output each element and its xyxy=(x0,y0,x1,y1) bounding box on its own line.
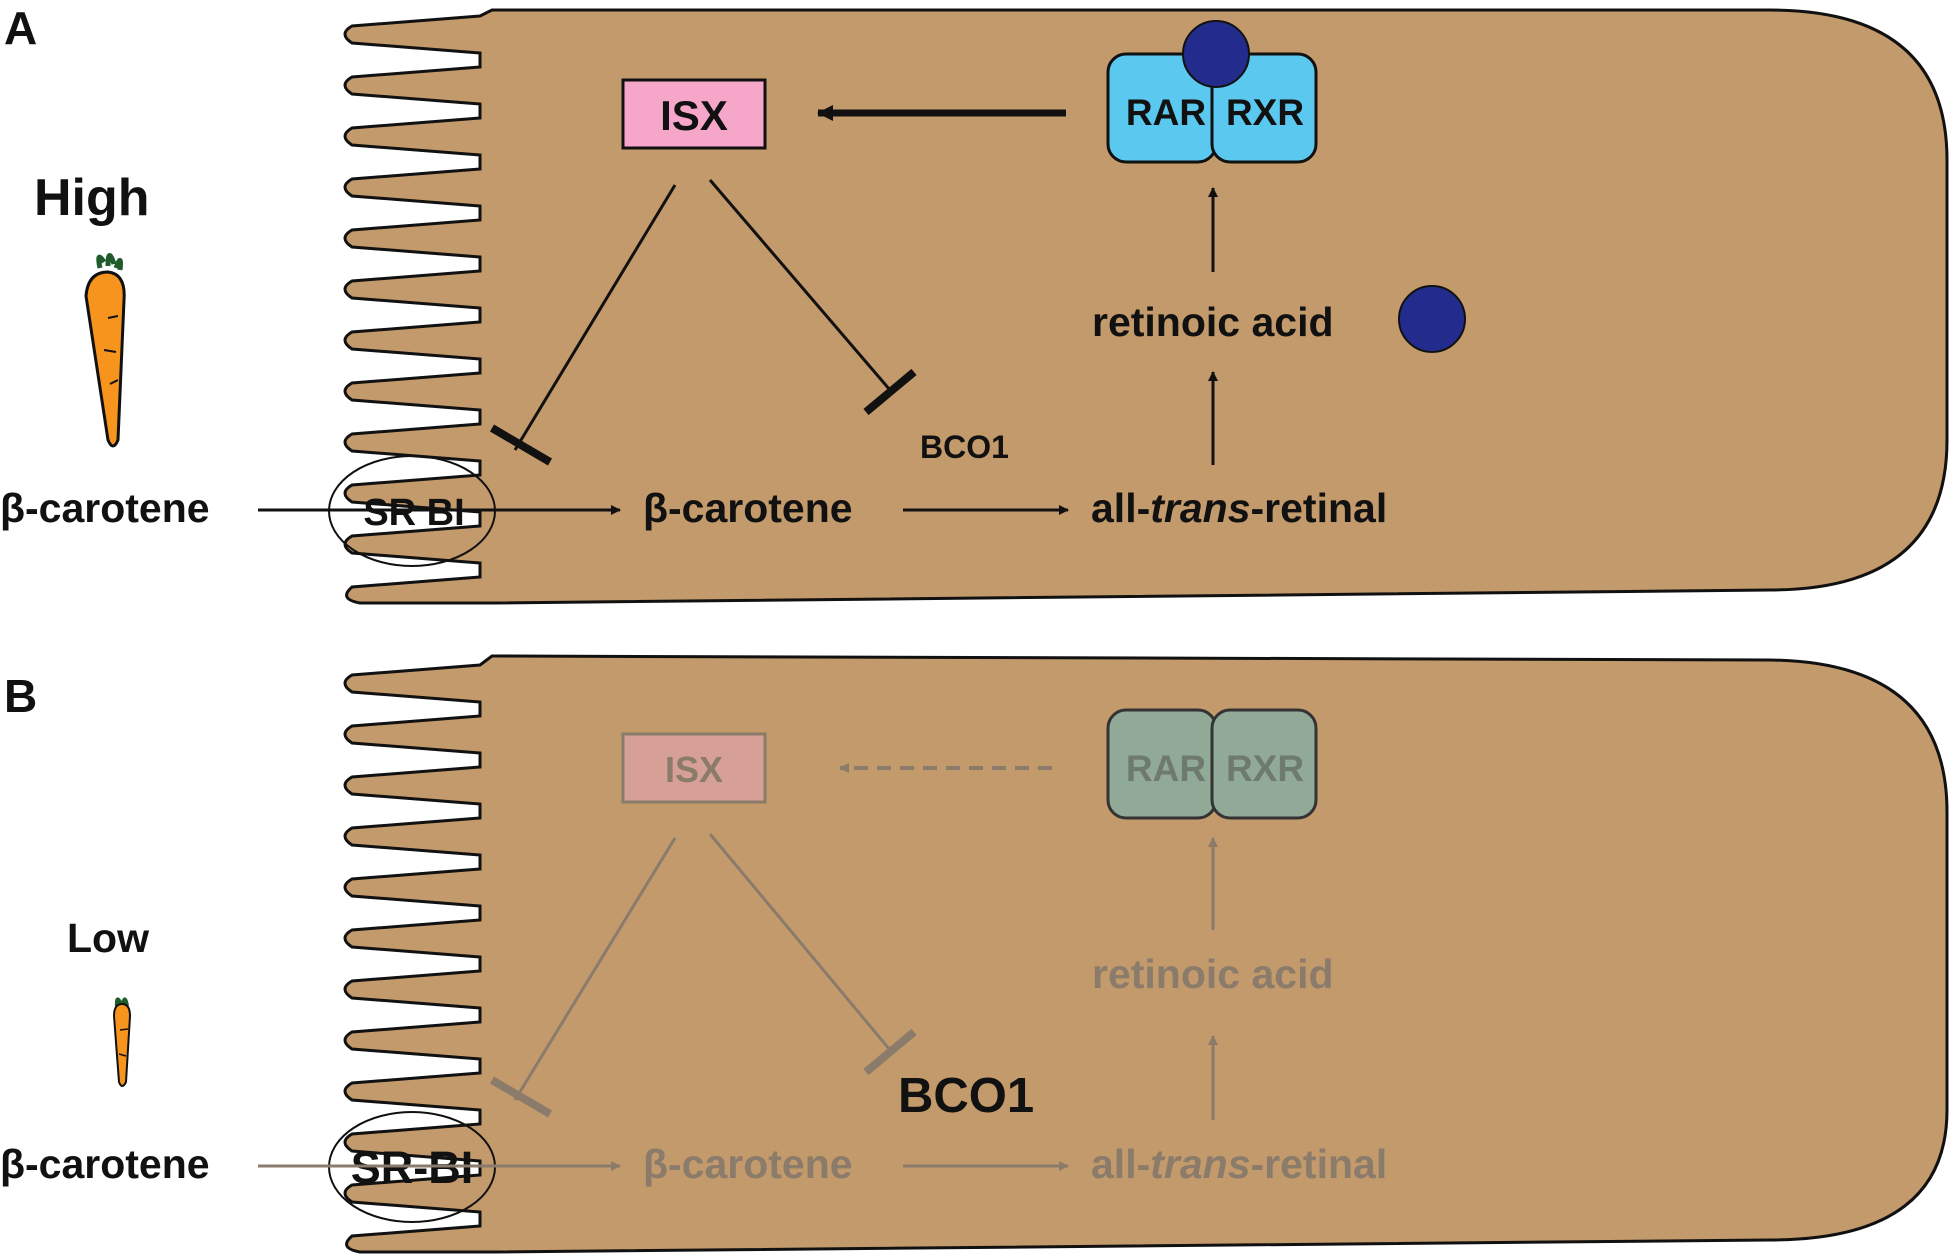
all-trans-retinal-b: all-trans-retinal xyxy=(1091,1141,1387,1187)
panel-b: B Low SR-BI β-carotene β-carotene all-tr… xyxy=(0,654,1949,1254)
sr-bi-label: SR BI xyxy=(363,492,464,534)
panel-a: A High SR BI β-carotene β-carotene all-t… xyxy=(0,2,1949,605)
beta-carotene-inside-b: β-carotene xyxy=(643,1141,853,1187)
bco1-label: BCO1 xyxy=(920,429,1009,465)
all-trans-retinal: all-trans-retinal xyxy=(1091,485,1387,531)
retinoic-acid: retinoic acid xyxy=(1092,299,1334,345)
level-label-high: High xyxy=(34,169,150,227)
ligand-bound-icon xyxy=(1182,20,1250,88)
isx-label: ISX xyxy=(660,92,728,139)
isx-box-b xyxy=(621,732,767,804)
rxr-label-b: RXR xyxy=(1226,748,1304,789)
rar-label: RAR xyxy=(1126,92,1206,133)
isx-box xyxy=(621,78,767,150)
rxr-label: RXR xyxy=(1226,92,1304,133)
panel-a-letter: A xyxy=(4,2,37,54)
level-label-low: Low xyxy=(67,915,149,961)
beta-carotene-outside-b: β-carotene xyxy=(0,1141,210,1187)
carrot-icon xyxy=(84,253,126,448)
beta-carotene-outside: β-carotene xyxy=(0,485,210,531)
cell-a xyxy=(343,8,1949,605)
inhibit-bco1 xyxy=(708,179,917,416)
carrot-small-icon xyxy=(112,997,132,1087)
bco1-label-b: BCO1 xyxy=(898,1069,1034,1123)
panel-b-letter: B xyxy=(4,670,37,722)
inhibit-bco1-b xyxy=(708,833,917,1076)
inhibit-sr-bi-b xyxy=(489,837,677,1118)
isx-label-b: ISX xyxy=(665,749,723,790)
rar-label-b: RAR xyxy=(1126,748,1206,789)
beta-carotene-inside: β-carotene xyxy=(643,485,853,531)
rxr-box-b xyxy=(1210,708,1318,820)
ligand-free-icon xyxy=(1398,285,1466,353)
cell-b xyxy=(343,654,1949,1254)
inhibit-sr-bi xyxy=(489,184,677,466)
rxr-box xyxy=(1210,52,1318,164)
retinoic-acid-b: retinoic acid xyxy=(1092,951,1334,997)
